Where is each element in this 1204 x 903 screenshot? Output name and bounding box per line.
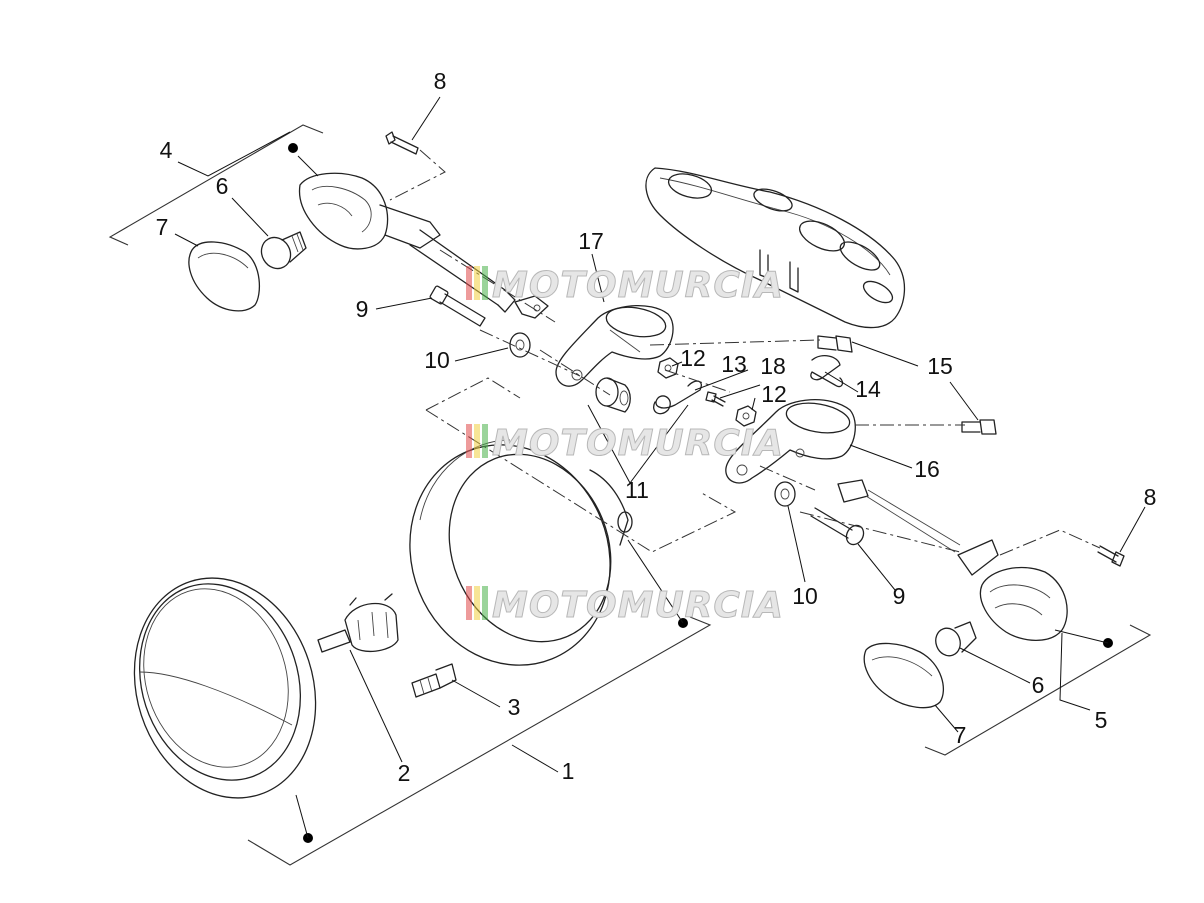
callout-labels: 8 4 6 7 17 9 10 12 13 18 15 14 12 16 11 … — [156, 68, 1157, 786]
group-bracket-1 — [247, 616, 712, 866]
watermark-text: MOTOMURCIA — [492, 423, 784, 464]
callout-number: 10 — [792, 583, 818, 609]
callout-number: 6 — [1032, 672, 1045, 698]
screw-m6-upper — [817, 335, 853, 353]
headlight-housing — [409, 439, 633, 666]
bolt-left — [429, 285, 486, 327]
callout-number: 7 — [954, 722, 967, 748]
callout-number: 4 — [160, 137, 173, 163]
headlight-lens — [133, 577, 317, 799]
callout-number: 9 — [893, 583, 906, 609]
callout-number: 9 — [356, 296, 369, 322]
callout-number: 16 — [914, 456, 940, 482]
washer-left — [509, 332, 531, 358]
callout-number: 15 — [927, 353, 953, 379]
callout-number: 10 — [424, 347, 450, 373]
watermark-text: MOTOMURCIA — [492, 585, 784, 626]
reference-dot — [288, 143, 298, 153]
nut-lower — [735, 405, 757, 427]
callout-number: 7 — [156, 214, 169, 240]
watermark: MOTOMURCIA — [466, 585, 784, 627]
screw-m6-lower — [961, 419, 997, 435]
group-bracket-5 — [924, 624, 1152, 756]
clip-14 — [810, 355, 844, 388]
callout-number: 14 — [855, 376, 881, 402]
leader-lines — [174, 96, 1146, 839]
callout-number: 1 — [562, 758, 575, 784]
screw-short — [705, 391, 726, 407]
bracket-left — [555, 304, 674, 387]
headlight-bulb — [317, 593, 399, 653]
turn-signal-lens-right — [863, 642, 944, 709]
upper-triple-clamp — [645, 167, 906, 329]
bolt-right — [810, 507, 865, 546]
callout-number: 5 — [1095, 707, 1108, 733]
turn-signal-bulb-left — [260, 231, 307, 270]
callout-number: 18 — [760, 353, 786, 379]
watermark-text: MOTOMURCIA — [492, 265, 784, 306]
screw-right — [1097, 545, 1125, 567]
nut-upper — [657, 357, 679, 379]
watermark-logo-icon — [466, 586, 488, 620]
callout-number: 12 — [761, 381, 787, 407]
callout-number: 6 — [216, 173, 229, 199]
watermark-logo-icon — [466, 424, 488, 458]
watermark: MOTOMURCIA — [466, 423, 784, 465]
callout-number: 13 — [721, 351, 747, 377]
callout-number: 8 — [1144, 484, 1157, 510]
bracket-right — [725, 399, 856, 484]
watermark: MOTOMURCIA — [466, 265, 784, 307]
callout-number: 12 — [680, 345, 706, 371]
washer-right — [774, 481, 796, 507]
turn-signal-right — [957, 539, 1068, 641]
alignment-lines — [389, 149, 1101, 556]
screw-top-left — [385, 131, 419, 155]
callout-number: 17 — [578, 228, 604, 254]
watermark-logo-icon — [466, 266, 488, 300]
callout-number: 8 — [434, 68, 447, 94]
spring-clip — [653, 380, 702, 415]
callout-number: 3 — [508, 694, 521, 720]
group-bracket-4 — [108, 124, 324, 246]
turn-signal-bulb-right — [935, 621, 977, 657]
small-clip-left — [514, 295, 549, 319]
position-lamp-bulb — [411, 663, 457, 698]
rubber-mount — [595, 377, 631, 413]
turn-signal-lens-left — [188, 241, 260, 312]
callout-number: 2 — [398, 760, 411, 786]
connector — [837, 479, 961, 553]
callout-number: 11 — [625, 477, 649, 503]
